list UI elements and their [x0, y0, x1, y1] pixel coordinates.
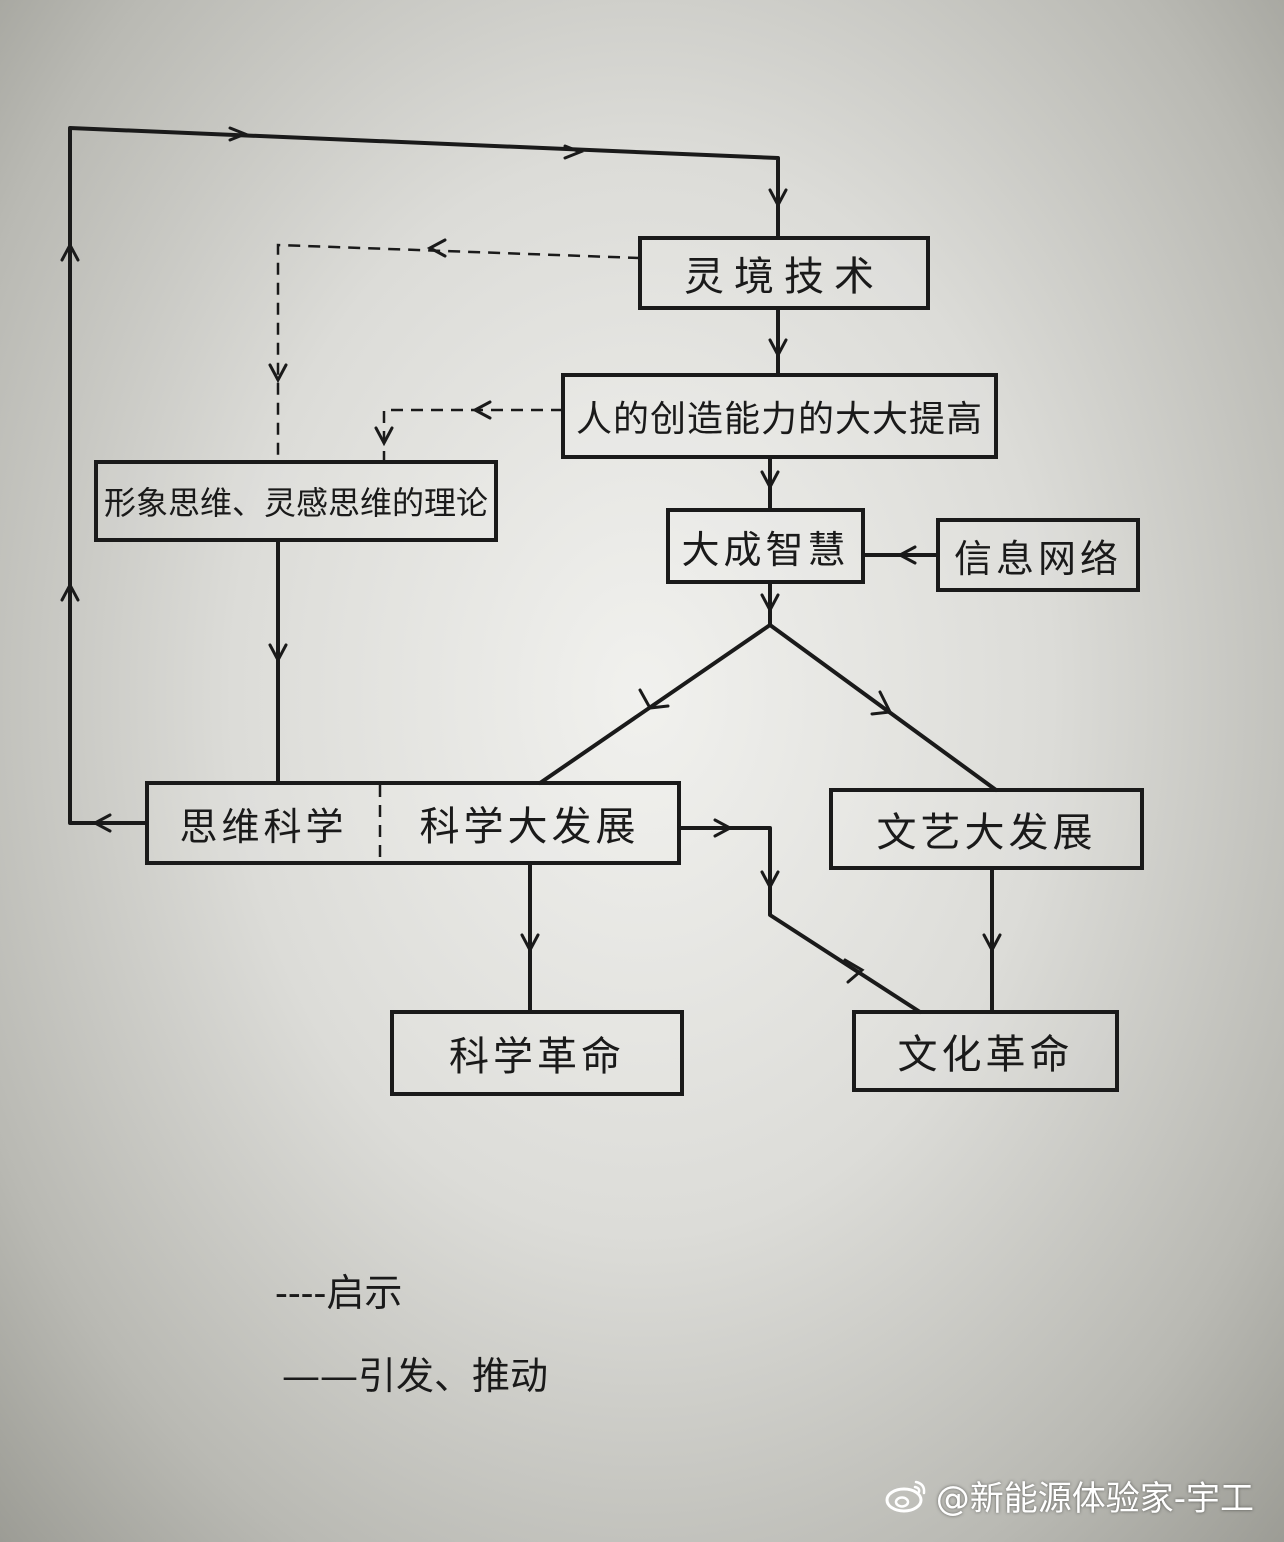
arrowhead-down: [760, 593, 780, 614]
label-theory: 形象思维、灵感思维的理论: [103, 484, 488, 522]
box-science-rev: [390, 1010, 684, 1096]
arrowhead-down: [768, 188, 788, 209]
arrowhead-up: [60, 581, 80, 602]
arrowhead-left: [471, 400, 492, 420]
arrowhead-diag: [843, 958, 865, 984]
label-creativity: 人的创造能力的大大提高: [575, 399, 983, 440]
box-lingjing: [638, 236, 930, 310]
arrowhead-up: [60, 241, 80, 262]
label-network: 信息网络: [953, 536, 1122, 581]
arrowhead-down: [760, 470, 780, 491]
arrowhead-right: [713, 818, 734, 838]
label-culture-rev: 文化革命: [897, 1032, 1074, 1078]
label-science-rev: 科学革命: [449, 1034, 625, 1080]
arrowhead-down: [268, 363, 288, 384]
dashed-lingjing-theory: [276, 243, 641, 462]
watermark: @新能源体验家-宇工: [884, 1471, 1254, 1520]
box-dacheng: [666, 508, 865, 584]
label-thinking-science: 思维科学: [179, 804, 348, 849]
box-culture-rev: [852, 1010, 1119, 1092]
dashed-creativity-theory: [382, 408, 563, 462]
box-creativity: [561, 373, 998, 459]
line-split-science: [538, 623, 772, 785]
arrowhead-down: [982, 933, 1002, 954]
arrowhead-down: [760, 870, 780, 891]
label-science-dev: 科学大发展: [419, 804, 640, 850]
arrowhead-down: [374, 426, 394, 447]
arrowhead-diag: [638, 688, 670, 710]
box-network: [936, 518, 1140, 592]
legend-solid: ——引发、推动: [282, 1354, 549, 1398]
arrowhead-right: [228, 126, 250, 142]
line-split-art: [768, 623, 998, 792]
arrowhead-left: [91, 813, 112, 833]
label-dacheng: 大成智慧: [681, 527, 850, 572]
arrowhead-diag: [870, 690, 893, 716]
legend-dashed: ----启示: [275, 1271, 403, 1315]
watermark-text: @新能源体验家-宇工: [935, 1479, 1254, 1519]
arrowhead-right: [563, 144, 585, 160]
arrowhead-left: [426, 238, 447, 258]
arrowhead-down: [268, 643, 288, 664]
box-art-dev: [829, 788, 1144, 870]
line-sciencedev-culturerev: [677, 826, 922, 1014]
arrowhead-down: [768, 338, 788, 359]
label-lingjing: 灵境技术: [684, 254, 884, 300]
label-art-dev: 文艺大发展: [876, 810, 1097, 856]
weibo-icon: [885, 1480, 926, 1512]
arrowhead-down: [520, 933, 540, 954]
arrowhead-left: [896, 545, 917, 565]
box-theory: [94, 460, 498, 542]
